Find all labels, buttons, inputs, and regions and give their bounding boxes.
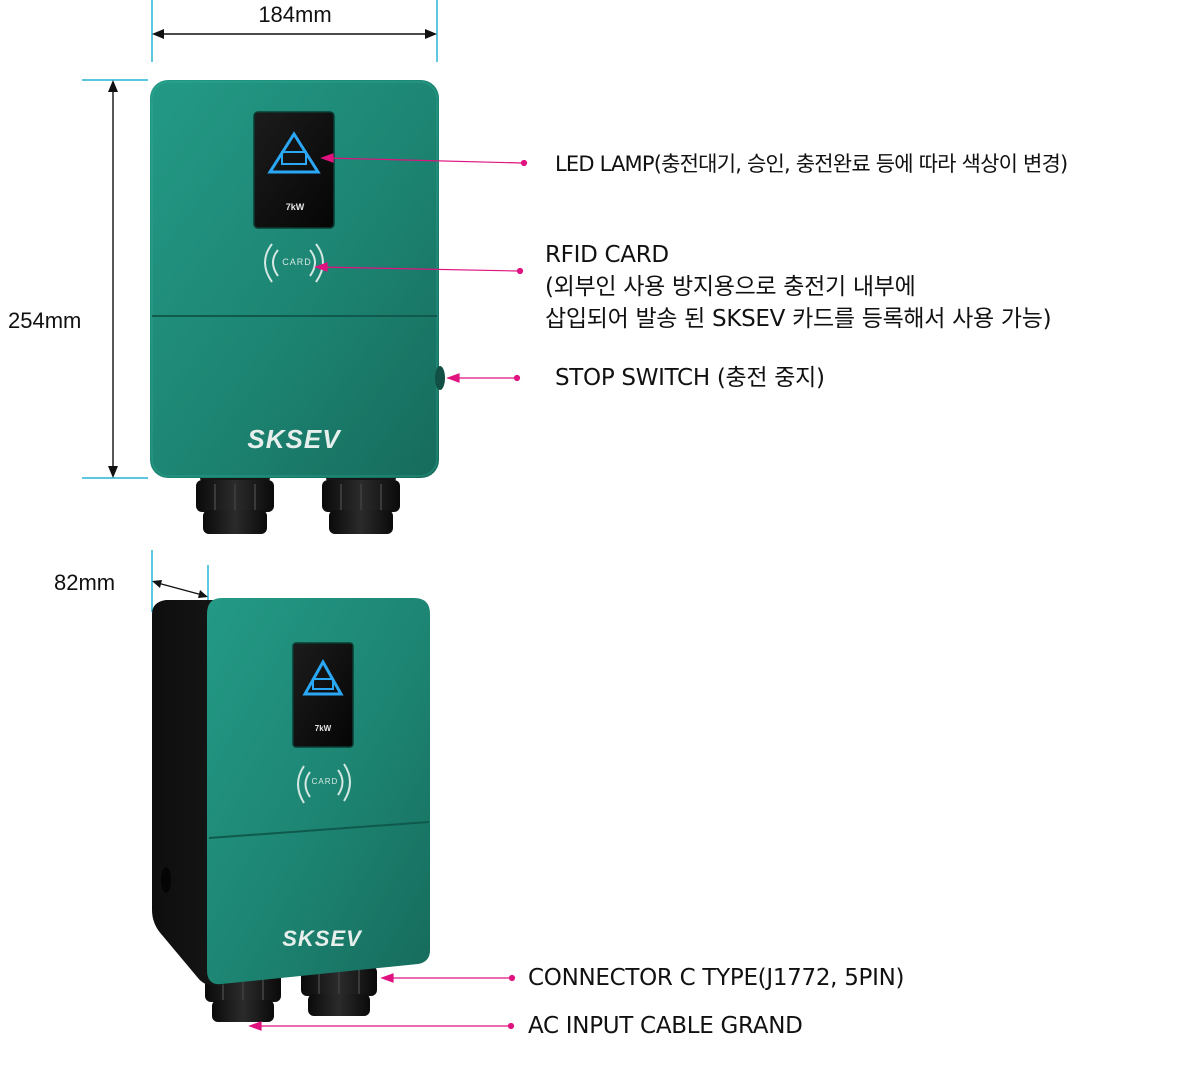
rfid-waves-icon [264,243,324,283]
callout-stop-switch: STOP SWITCH (충전 중지) [555,365,825,391]
stop-switch-iso[interactable] [161,867,171,893]
callout-rfid-line2: (외부인 사용 방지용으로 충전기 내부에 [545,274,916,300]
callout-rfid-line3: 삽입되어 발송 된 SKSEV 카드를 등록해서 사용 가능) [545,306,1052,332]
callout-led-lamp: LED LAMP(충전대기, 승인, 충전완료 등에 따라 색상이 변경) [555,152,1068,176]
led-display [253,111,335,229]
rfid-waves-icon-iso [297,763,351,804]
leader-stop-switch [446,373,521,383]
dimension-depth-label: 82mm [54,570,116,595]
dimension-height [82,79,148,479]
panel-seam-iso [208,821,430,839]
card-label: CARD [282,257,312,267]
led-logo-icon [267,131,321,174]
callout-ac-input: AC INPUT CABLE GRAND [528,1013,803,1039]
housing-front-iso [207,598,430,985]
leader-connector [380,973,516,983]
brand-logo-iso: SKSEV [282,926,362,951]
dimension-width [151,0,438,62]
charger-front-view [150,80,445,534]
leader-ac-input [248,1021,515,1031]
housing-front [150,80,439,478]
charger-isometric-view [152,598,430,1022]
callout-connector: CONNECTOR C TYPE(J1772, 5PIN) [528,965,905,991]
stop-switch[interactable] [435,366,445,390]
callout-leaders [248,153,528,1031]
leader-led-lamp [320,153,528,167]
dimension-depth [151,550,209,612]
display-power-label: 7kW [285,202,305,212]
dimension-width-label: 184mm [258,2,332,27]
display-power-label-iso: 7kW [314,724,332,733]
card-label-iso: CARD [311,777,339,786]
brand-logo: SKSEV [247,424,341,454]
leader-rfid [314,262,524,275]
led-logo-icon-iso [302,658,344,696]
dimension-height-label: 254mm [8,308,82,333]
callout-rfid-line1: RFID CARD [545,242,669,268]
